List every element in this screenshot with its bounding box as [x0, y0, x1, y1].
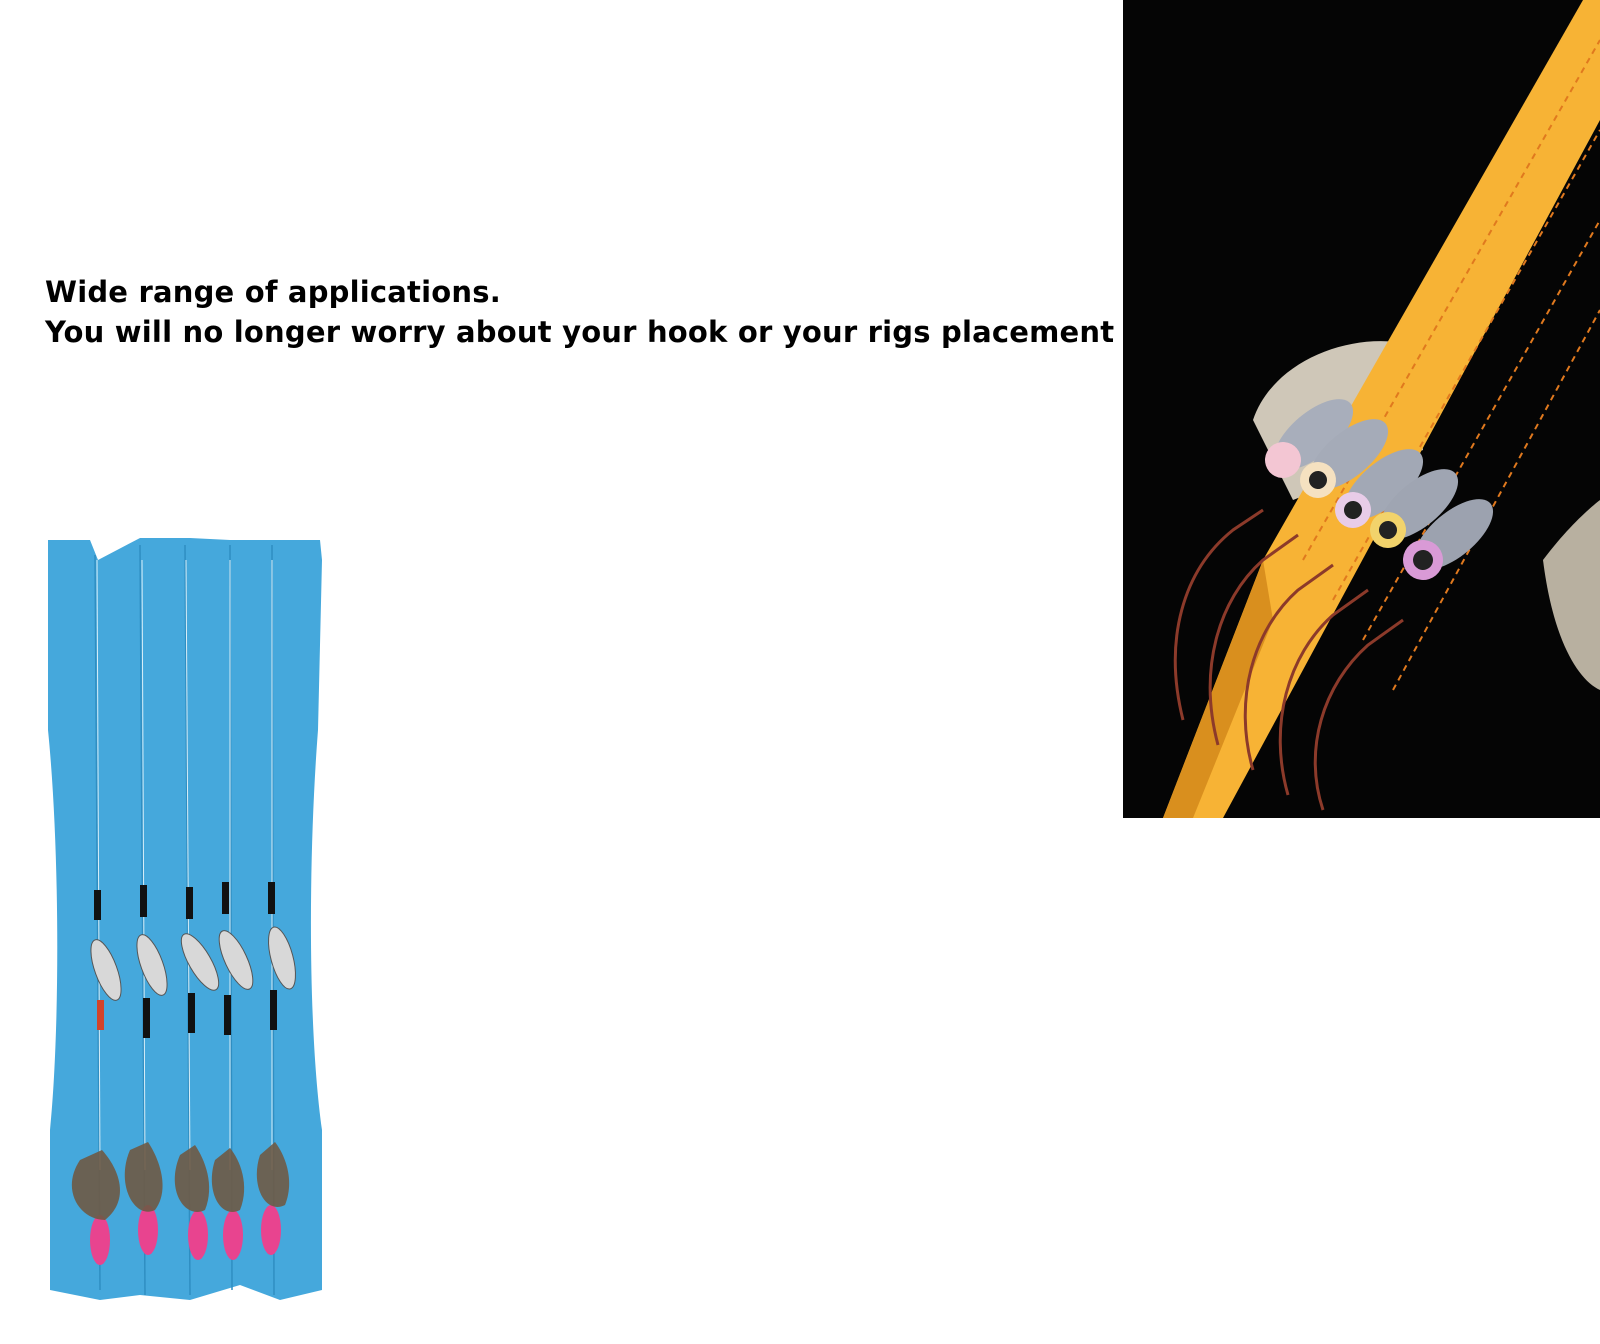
spinner-rigs [90, 882, 296, 1265]
blue-foam-board [48, 538, 322, 1300]
hooks [1173, 508, 1404, 811]
orange-winder-illustration [1163, 0, 1600, 818]
caption-text: Wide range of applications. You will no … [45, 272, 1114, 352]
caption-line-1: Wide range of applications. [45, 275, 501, 309]
rock-shape-right [1543, 500, 1600, 690]
caption-line-2: You will no longer worry about your hook… [45, 315, 1115, 349]
feather-flies [71, 1142, 290, 1220]
jig-heads [1265, 399, 1494, 580]
orange-foam-board [1163, 0, 1600, 818]
blue-winder-illustration [48, 538, 322, 1300]
orange-rig-winder-photo [1123, 0, 1600, 818]
blue-rig-winder-photo [40, 530, 340, 1330]
